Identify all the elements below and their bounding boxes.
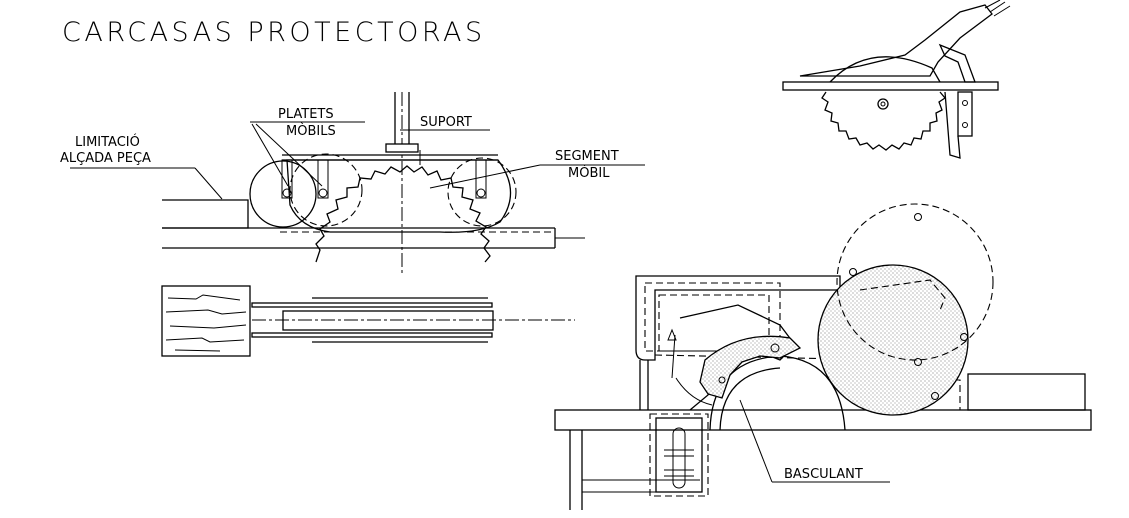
guard-plan-view <box>161 285 575 357</box>
label-limitacio-1: LIMITACIÓ <box>75 134 140 150</box>
label-segment-1: SEGMENT <box>555 149 619 164</box>
label-platets-2: MÒBILS <box>286 123 336 139</box>
page-title: CARCASAS PROTECTORAS <box>62 17 486 48</box>
label-suport: SUPORT <box>420 115 472 130</box>
label-segment-2: MÒBIL <box>568 165 610 181</box>
label-limitacio-2: ALÇADA PEÇA <box>60 151 151 166</box>
label-basculant: BASCULANT <box>784 467 863 482</box>
guard-side-view <box>162 92 585 276</box>
table-saw-view <box>554 203 1092 510</box>
circular-saw-view <box>782 0 1011 159</box>
leaders-top-left <box>70 121 645 200</box>
label-platets-1: PLATETS <box>278 107 334 122</box>
